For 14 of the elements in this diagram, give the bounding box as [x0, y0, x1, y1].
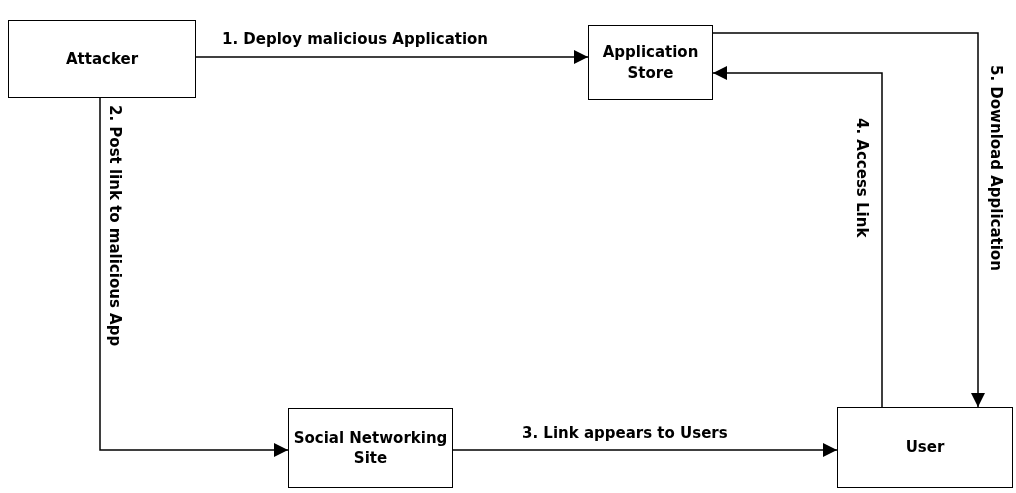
process-box: [588, 25, 713, 100]
node-label: Social Networking Site: [292, 427, 449, 469]
node-label: Application Store: [601, 42, 700, 83]
node-label: Attacker: [65, 48, 139, 70]
arrow: [452, 443, 838, 457]
arrow: [99, 97, 289, 457]
process-box: [837, 407, 1013, 488]
arrow: [712, 66, 883, 408]
process-box: [8, 20, 196, 98]
arrow: [195, 50, 589, 64]
edge-label: 3. Link appears to Users: [520, 424, 730, 442]
node-label: User: [905, 437, 945, 458]
arrow: [712, 32, 985, 408]
process-box: [288, 408, 453, 488]
